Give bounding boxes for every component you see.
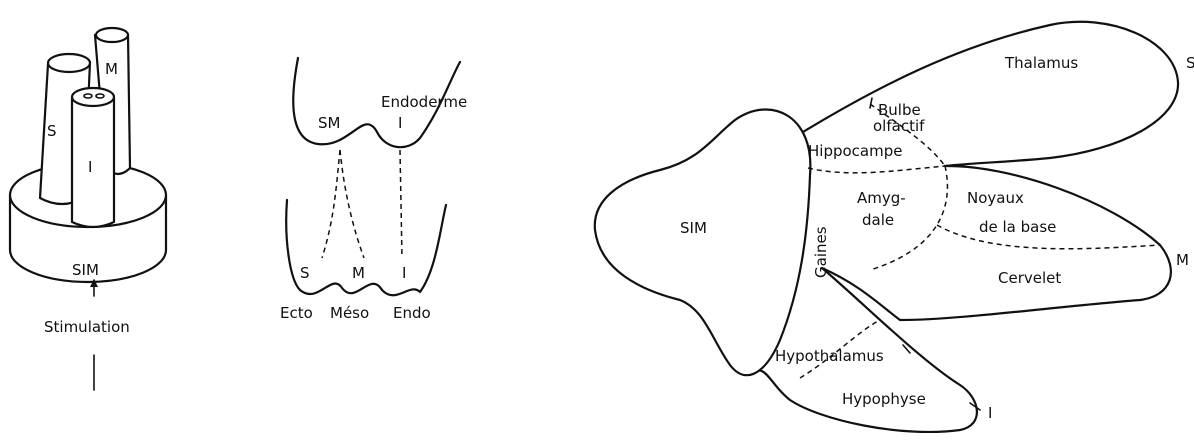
label-dale: dale (862, 211, 894, 229)
tick-hypophyse (969, 402, 981, 411)
dash-bulbe-hippocampe (869, 103, 946, 167)
label-meso: Méso (330, 304, 369, 322)
germ-layer-figure: SM I Endoderme S M I Ecto Méso Endo (280, 56, 467, 322)
dash-sm-to-s (321, 149, 341, 259)
lobe-s (796, 20, 1180, 168)
label-cyl-s: S (47, 122, 57, 140)
label-cervelet: Cervelet (998, 269, 1061, 287)
label-hypothalamus: Hypothalamus (775, 347, 884, 365)
label-lower-s: S (300, 264, 310, 282)
lobe-m (820, 164, 1172, 322)
lower-curve (285, 198, 448, 297)
label-sim-base: SIM (72, 261, 99, 279)
label-s: S (1186, 54, 1194, 72)
label-hypophyse: Hypophyse (842, 390, 926, 408)
cylinder-stack-figure: S M I SIM Stimulation (8, 26, 168, 391)
stimulation-arrowhead (90, 279, 98, 287)
label-lower-m: M (352, 264, 365, 282)
label-ecto: Ecto (280, 304, 313, 322)
dash-hypothalamus-hypophyse (799, 319, 881, 379)
dash-hippocampe-amygdale (807, 165, 946, 174)
label-m: M (1176, 251, 1189, 269)
label-stimulation: Stimulation (44, 318, 130, 336)
label-de-la-base: de la base (979, 218, 1056, 236)
tick-hypothalamus (902, 344, 911, 354)
label-noyaux: Noyaux (967, 189, 1024, 207)
label-gaines: Gaines (812, 226, 830, 278)
label-bulbe: Bulbe (878, 101, 921, 119)
label-i: I (988, 404, 992, 422)
label-amyg: Amyg- (857, 189, 906, 207)
label-cyl-m: M (105, 60, 118, 78)
label-lower-i: I (402, 264, 406, 282)
label-upper-sm: SM (318, 114, 340, 132)
dash-i-to-i (399, 149, 403, 259)
sim-body (593, 108, 812, 377)
dash-amygdale-noyaux (869, 165, 949, 271)
dash-sm-to-m (339, 149, 365, 259)
cylinder-i (70, 86, 116, 229)
label-thalamus: Thalamus (1004, 54, 1078, 72)
label-endo: Endo (393, 304, 431, 322)
label-upper-i: I (398, 114, 402, 132)
brain-regions-figure: SIM Gaines Thalamus S Bulbe olfactif Hip… (593, 20, 1194, 434)
label-hippocampe: Hippocampe (808, 142, 902, 160)
label-cyl-i: I (88, 158, 92, 176)
label-sim: SIM (680, 219, 707, 237)
label-endoderme: Endoderme (381, 93, 467, 111)
tick-bulbe (869, 97, 873, 109)
upper-curve (292, 56, 462, 149)
lobe-i (748, 266, 978, 434)
label-olfactif: olfactif (873, 117, 925, 135)
